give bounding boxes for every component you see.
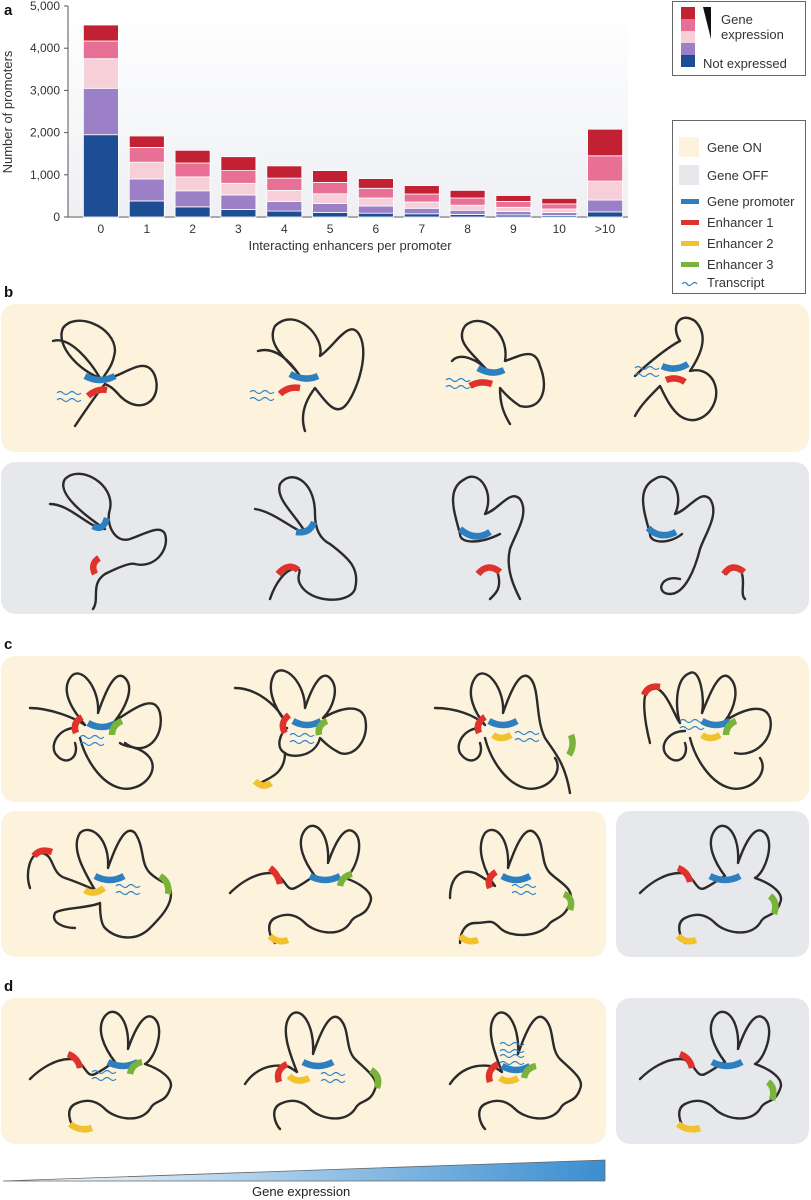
c-on-diagram-1 [28, 672, 162, 790]
y-tick-label: 0 [53, 210, 60, 224]
expression-gradient-wedge [2, 1159, 606, 1182]
legend-enhancer2: Enhancer 2 [707, 236, 774, 251]
bar-segment-5-4 [312, 170, 349, 183]
y-tick-label: 4,000 [30, 41, 60, 55]
c-on-diagram-6 [228, 824, 373, 945]
panel-label-c: c [4, 636, 13, 653]
bar-segment-0-1 [83, 87, 119, 136]
bar-segment-11-3 [587, 155, 623, 182]
bar-segment-10-4 [541, 197, 578, 205]
x-tick-label: 9 [510, 222, 517, 236]
state-legend: Gene ON Gene OFF Gene promoter Enhancer … [672, 120, 806, 294]
panel-c-gene-on-box-top [1, 656, 809, 802]
enhancer1-region [85, 386, 108, 399]
y-tick-label: 1,000 [30, 168, 60, 182]
x-tick-label: 1 [143, 222, 150, 236]
stacked-bar-chart: 0 1,000 2,000 3,000 4,000 5,000 0 1 2 3 4 5 6 7 8 9 10 >… [0, 0, 628, 253]
bar-segment-0-4 [83, 24, 119, 42]
c-off-diagram [638, 824, 783, 945]
x-tick-label: 3 [235, 222, 242, 236]
b-off-diagram-1 [48, 472, 168, 611]
panel-label-d: d [4, 978, 14, 995]
c-on-diagram-4 [640, 671, 772, 790]
legend-not-expressed: Not expressed [703, 56, 787, 71]
legend-transcript: Transcript [707, 275, 765, 290]
legend-promoter: Gene promoter [707, 194, 795, 209]
b-off-diagram-3 [451, 475, 525, 601]
x-tick-label: 10 [553, 222, 567, 236]
gene-on-swatch [679, 137, 699, 157]
x-tick-label: 8 [464, 222, 471, 236]
legend-swatch-level3 [681, 31, 695, 43]
legend-swatch-level5 [681, 7, 695, 19]
gene-off-swatch [679, 165, 699, 185]
bar-segment-11-4 [587, 128, 623, 157]
b-on-diagram-3 [445, 319, 546, 426]
bar-segment-9-4 [495, 195, 532, 202]
enhancer2-swatch [681, 241, 699, 246]
y-tick-label: 3,000 [30, 83, 60, 97]
legend-swatch-not-expressed [681, 55, 695, 67]
expression-legend: Gene expression Not expressed [672, 1, 806, 76]
legend-gene-off: Gene OFF [707, 168, 769, 183]
expression-gradient-label: Gene expression [252, 1184, 351, 1199]
legend-swatch-level2 [681, 43, 695, 55]
d-on-diagram-3 [448, 1011, 583, 1131]
legend-enhancer1: Enhancer 1 [707, 215, 774, 230]
b-on-diagram-2 [249, 318, 365, 433]
legend-enhancer3: Enhancer 3 [707, 257, 774, 272]
c-on-diagram-7 [448, 828, 575, 945]
y-tick-label: 2,000 [30, 126, 60, 140]
d-on-diagram-1 [28, 1010, 173, 1133]
bar-segment-1-4 [128, 135, 165, 148]
promoter-swatch [681, 199, 699, 204]
c-on-diagram-5 [26, 828, 173, 939]
b-on-diagram-4 [633, 316, 718, 422]
bar-segment-2-4 [174, 149, 211, 164]
x-tick-label: 7 [418, 222, 425, 236]
b-on-diagram-1 [51, 319, 158, 428]
legend-gene-on: Gene ON [707, 140, 762, 155]
x-tick-label: >10 [595, 222, 616, 236]
y-axis-label: Number of promoters [0, 50, 15, 173]
panel-label-a: a [4, 2, 13, 19]
legend-expression-title: Gene expression [721, 12, 784, 42]
c-on-diagram-3 [433, 672, 576, 795]
y-tick-label: 5,000 [30, 0, 60, 13]
x-tick-label: 5 [327, 222, 334, 236]
bar-segment-4-4 [266, 165, 303, 179]
bar-segment-6-4 [357, 178, 394, 189]
transcript-icon [681, 281, 698, 287]
x-tick-label: 2 [189, 222, 196, 236]
bar-segment-3-4 [220, 156, 257, 171]
legend-swatch-level4 [681, 19, 695, 31]
enhancer1-swatch [681, 220, 699, 225]
promoter-region [83, 373, 117, 384]
bar-segment-8-4 [449, 189, 486, 199]
c-on-diagram-2 [233, 669, 368, 789]
x-tick-label: 4 [281, 222, 288, 236]
x-tick-label: 0 [98, 222, 105, 236]
expression-wedge-icon [703, 7, 711, 39]
x-tick-label: 6 [373, 222, 380, 236]
bar-segment-7-4 [403, 185, 440, 195]
panel-label-b: b [4, 284, 14, 301]
d-off-diagram [638, 1010, 783, 1133]
enhancer3-swatch [681, 262, 699, 267]
x-axis-label: Interacting enhancers per promoter [248, 238, 452, 253]
b-off-diagram-2 [253, 476, 358, 601]
b-off-diagram-4 [641, 475, 747, 601]
d-on-diagram-2 [243, 1011, 382, 1131]
bar-segment-0-2 [83, 58, 119, 89]
